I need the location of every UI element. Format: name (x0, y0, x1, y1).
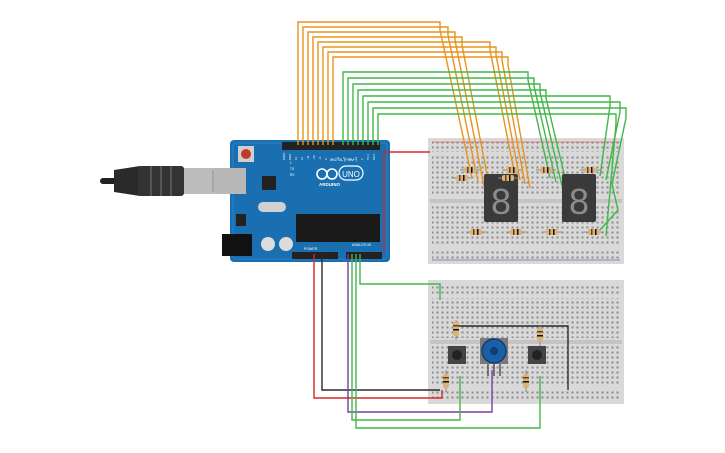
wires-green-analog[interactable] (351, 254, 541, 429)
analog-header[interactable] (346, 252, 382, 259)
resistor-top-6 (580, 167, 600, 173)
pin-label-11: 4 (348, 158, 352, 160)
pin-label-5: ~10 (312, 155, 316, 160)
resistor-top-1 (466, 229, 486, 235)
resistors-top (452, 167, 604, 235)
resistor-top-9 (498, 175, 518, 181)
led-label-tx: TX (290, 167, 295, 171)
pin-label-13: 2 (360, 158, 364, 160)
capacitor (279, 237, 293, 251)
regulator (236, 214, 246, 226)
analog-header-label: ANALOG IN (352, 243, 372, 247)
pin-label-1: GND (288, 154, 292, 160)
resistor-bottom-right (523, 370, 529, 392)
resistor-top-3 (506, 229, 526, 235)
power-header-label: POWER (304, 247, 318, 251)
resistor-bottom-mid (453, 320, 459, 340)
pin-label-10: ~5 (342, 156, 346, 160)
led-label-rx: RX (290, 173, 295, 177)
digital-header-label: DIGITAL (PWM~) (330, 158, 357, 162)
wire-purple[interactable] (347, 254, 493, 413)
pin-label-9: ~6 (336, 156, 340, 160)
power-jack[interactable] (222, 234, 252, 256)
seven-segment-right: 8 (562, 174, 596, 222)
led-label-l: L (290, 161, 292, 165)
push-button-right[interactable] (528, 346, 546, 364)
resistor-top-2 (502, 167, 522, 173)
usb-cable[interactable] (100, 166, 232, 196)
capacitor (261, 237, 275, 251)
display-digit-left: 8 (491, 181, 511, 222)
digital-header[interactable] (282, 142, 380, 150)
wires-orange[interactable] (297, 21, 531, 191)
arduino-logo (316, 165, 364, 181)
brand-label: ARDUINO (319, 182, 340, 187)
pin-label-3: 12 (300, 156, 304, 160)
usb-port[interactable] (214, 168, 246, 194)
resistor-top-5 (542, 229, 562, 235)
pin-label-15: RX 0 (372, 153, 376, 160)
push-button-left[interactable] (448, 346, 466, 364)
potentiometer[interactable] (480, 338, 508, 376)
seven-segment-left: 8 (484, 174, 518, 222)
microcontroller-chip (296, 214, 380, 242)
pin-label-12: ~3 (354, 156, 358, 160)
resistor-bottom-left (443, 370, 449, 392)
model-label: UNO (342, 170, 360, 179)
pin-label-8: 7 (330, 158, 334, 160)
resistor-top-8 (452, 175, 472, 181)
pin-label-7: 8 (324, 158, 328, 160)
pin-label-0: AREF (282, 152, 286, 160)
resistor-top-4 (536, 167, 556, 173)
wires-red[interactable] (313, 151, 443, 399)
pin-label-6: ~9 (318, 156, 322, 160)
pin-label-4: ~11 (306, 155, 310, 160)
arduino-uno-board[interactable]: UNO ARDUINO DIGITAL (PWM~) POWER ANALOG … (214, 140, 390, 262)
power-header[interactable] (292, 252, 338, 259)
resistor-top-0 (460, 167, 480, 173)
wires-green[interactable] (342, 71, 627, 237)
pin-label-14: TX 1 (366, 154, 370, 160)
resistor-bottom-far-right (537, 326, 543, 346)
crystal (258, 202, 286, 212)
wires-black[interactable] (321, 254, 569, 391)
resistor-top-7 (584, 229, 604, 235)
usb-chip (262, 176, 276, 190)
pin-label-2: 13 (294, 156, 298, 160)
display-digit-right: 8 (569, 181, 589, 222)
